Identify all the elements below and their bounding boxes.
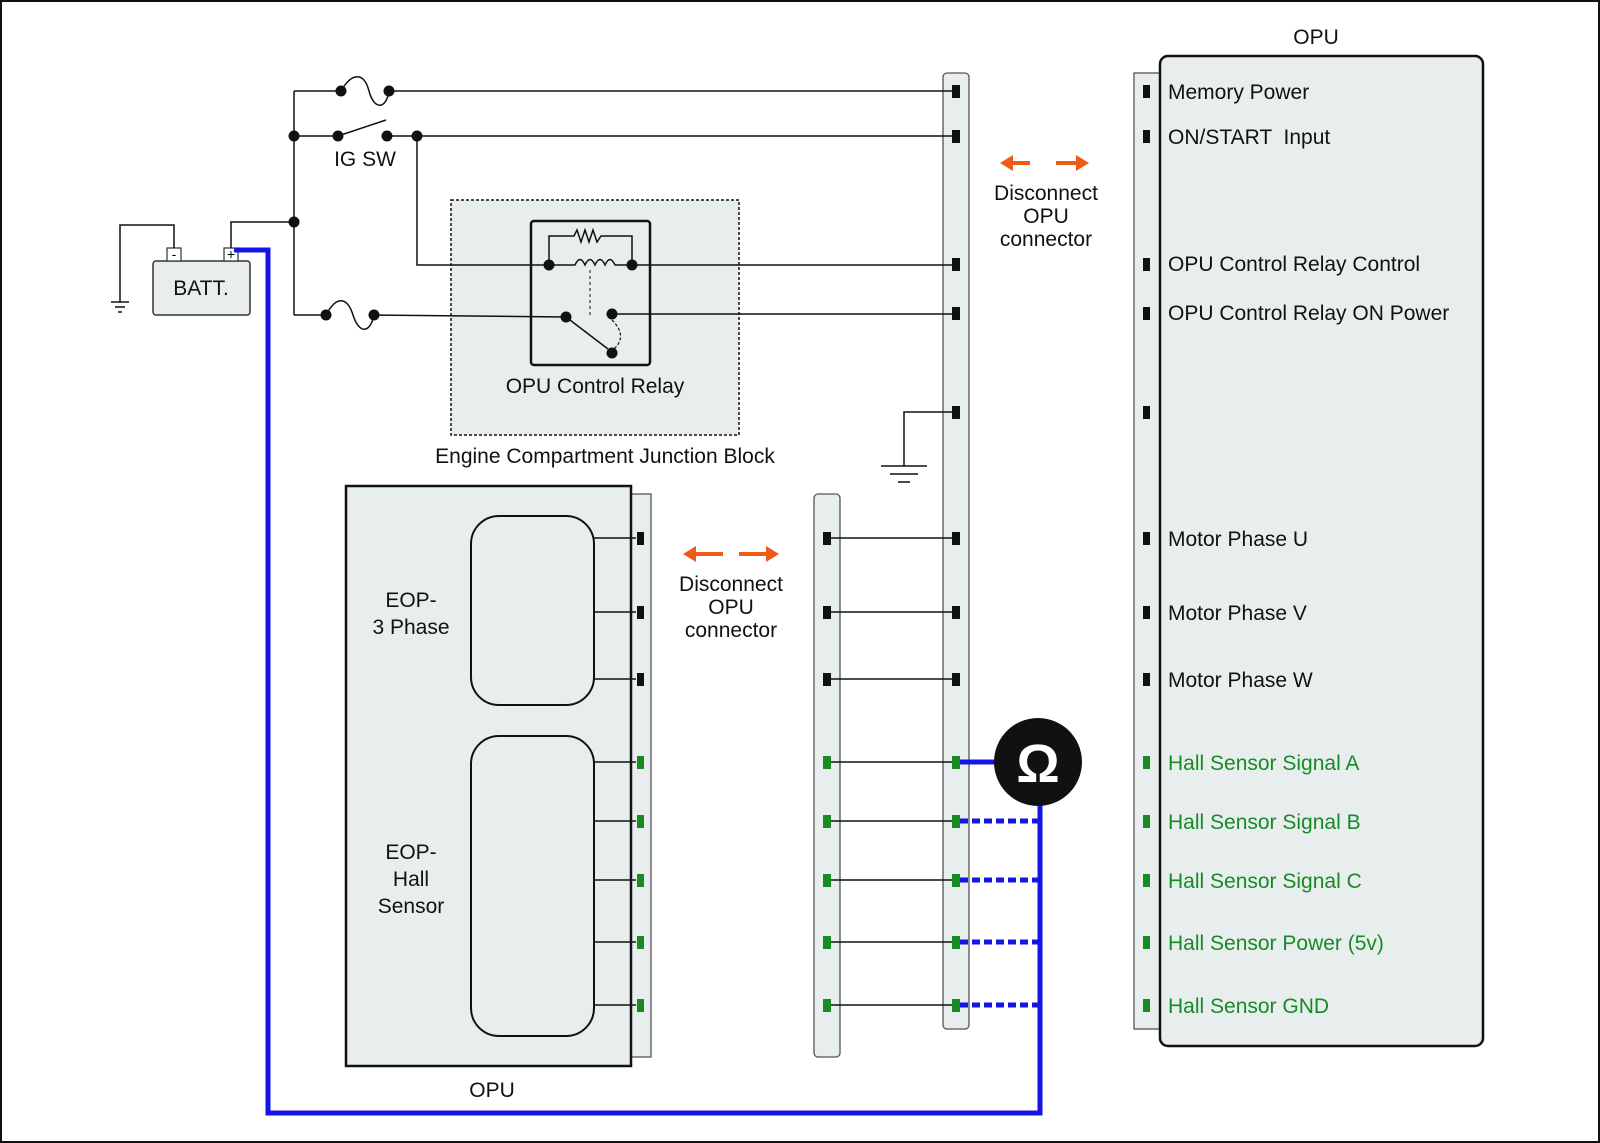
disconnect-mid-line3: connector bbox=[685, 619, 777, 642]
pin-label-memory-power: Memory Power bbox=[1168, 81, 1309, 104]
eop-module-opu-label: OPU bbox=[469, 1079, 515, 1102]
eop-3phase-label-line1: EOP- bbox=[385, 589, 436, 612]
opu-module-box bbox=[1158, 54, 1485, 1048]
disconnect-arrow-top bbox=[1000, 155, 1089, 171]
ground-symbol-battery bbox=[111, 224, 175, 313]
pin-label-motor-phase-v: Motor Phase V bbox=[1168, 602, 1307, 625]
eop-connector-strip bbox=[630, 493, 652, 1058]
pin-label-motor-phase-w: Motor Phase W bbox=[1168, 669, 1313, 692]
disconnect-arrow-mid bbox=[683, 546, 779, 562]
pin-label-hall-gnd: Hall Sensor GND bbox=[1168, 995, 1329, 1018]
opu-pin-markers bbox=[1143, 85, 1150, 1012]
eop-hall-label-line1: EOP- bbox=[385, 841, 436, 864]
eop-hall-label-line3: Sensor bbox=[378, 895, 445, 918]
disconnect-mid-line2: OPU bbox=[708, 596, 754, 619]
opu-connector-strip bbox=[1133, 72, 1161, 1030]
eop-harness-connector-strip bbox=[813, 493, 841, 1058]
eop-hall-sensor-block bbox=[470, 735, 595, 1037]
opu-title: OPU bbox=[1293, 26, 1339, 49]
eop-3phase-block bbox=[470, 515, 595, 706]
ground-symbol-harness bbox=[881, 411, 952, 483]
disconnect-top-line3: connector bbox=[1000, 228, 1092, 251]
harness-pin-markers bbox=[952, 85, 960, 1012]
eop-hall-label-line2: Hall bbox=[393, 868, 429, 891]
ohmmeter-symbol: Ω bbox=[1016, 734, 1059, 794]
eop-harness-pin-markers bbox=[823, 532, 831, 1012]
pin-label-relay-control: OPU Control Relay Control bbox=[1168, 253, 1420, 276]
pin-label-hall-power: Hall Sensor Power (5v) bbox=[1168, 932, 1384, 955]
eop-3phase-label-line2: 3 Phase bbox=[372, 616, 449, 639]
battery-neg-sign: - bbox=[172, 246, 177, 262]
battery-box bbox=[152, 260, 251, 316]
ohmmeter-leads bbox=[234, 247, 1044, 1116]
battery-label: BATT. bbox=[173, 277, 229, 300]
battery-pos-sign: + bbox=[227, 246, 235, 262]
disconnect-mid-line1: Disconnect bbox=[679, 573, 783, 596]
disconnect-top-line1: Disconnect bbox=[994, 182, 1098, 205]
pin-label-motor-phase-u: Motor Phase U bbox=[1168, 528, 1308, 551]
eop-pin-markers bbox=[637, 532, 644, 1012]
pin-label-on-start-input: ON/START Input bbox=[1168, 126, 1330, 149]
relay-label: OPU Control Relay bbox=[506, 375, 685, 398]
eop-internal-wires bbox=[594, 537, 636, 1006]
harness-connector-strip bbox=[942, 72, 970, 1030]
ig-switch-label: IG SW bbox=[334, 148, 396, 171]
junction-block-label: Engine Compartment Junction Block bbox=[435, 445, 775, 468]
supply-wiring bbox=[230, 76, 952, 330]
disconnect-top-line2: OPU bbox=[1023, 205, 1069, 228]
pin-label-relay-on-power: OPU Control Relay ON Power bbox=[1168, 302, 1449, 325]
pin-label-hall-signal-a: Hall Sensor Signal A bbox=[1168, 752, 1359, 775]
relay-box bbox=[529, 219, 652, 367]
pin-label-hall-signal-c: Hall Sensor Signal C bbox=[1168, 870, 1362, 893]
ohmmeter-icon bbox=[994, 718, 1082, 806]
pin-label-hall-signal-b: Hall Sensor Signal B bbox=[1168, 811, 1361, 834]
eop-to-harness-wires bbox=[831, 537, 952, 1006]
